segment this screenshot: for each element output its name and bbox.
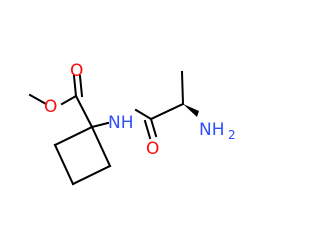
amide-oxygen-label: O bbox=[146, 139, 159, 159]
molecule-structure: O O NH O NH 2 bbox=[28, 61, 236, 186]
amide-group bbox=[90, 102, 185, 140]
cyclobutane-ring bbox=[53, 125, 112, 186]
stereo-wedge-bond bbox=[183, 104, 199, 117]
ester-ether-oxygen-label: O bbox=[44, 97, 57, 117]
ester-carbonyl-oxygen-label: O bbox=[70, 61, 83, 81]
amide-nh-label: NH bbox=[108, 113, 134, 133]
amine-nh-label: NH bbox=[199, 120, 225, 140]
amine-subscript-label: 2 bbox=[228, 128, 236, 142]
ester-group bbox=[28, 74, 94, 129]
alpha-carbon bbox=[180, 70, 199, 117]
